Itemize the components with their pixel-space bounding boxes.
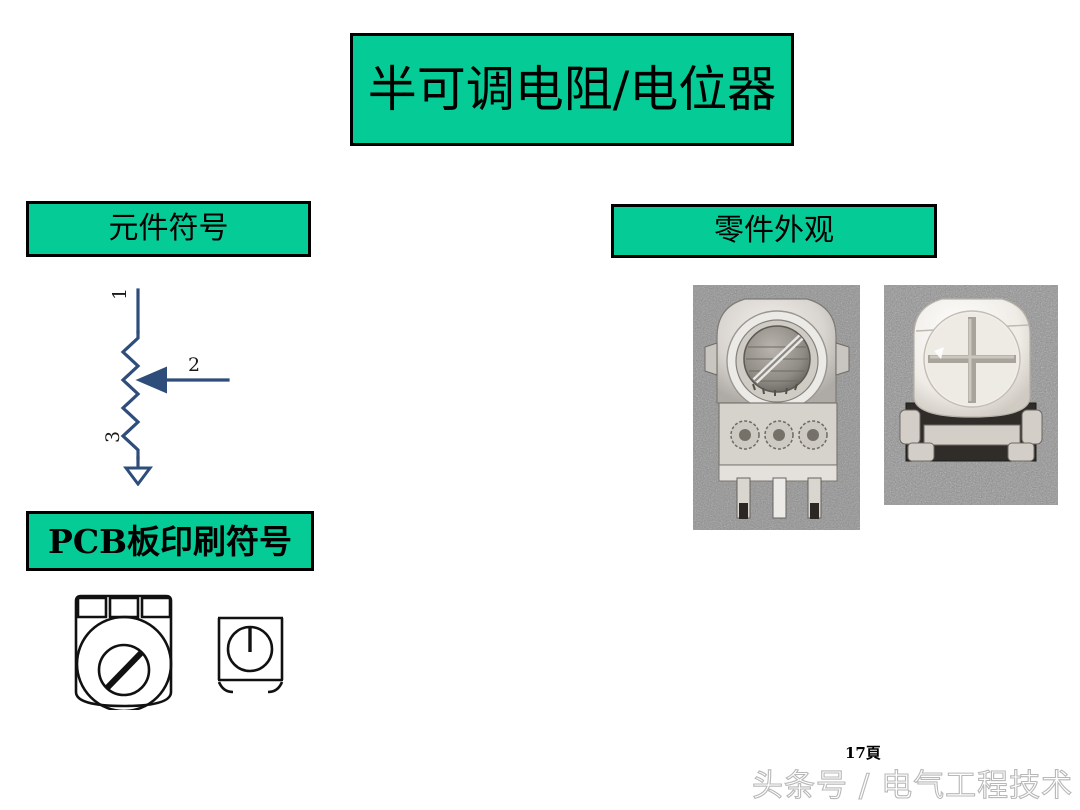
pcb-pad-3 bbox=[140, 596, 172, 619]
section-header-part-appearance: 零件外观 bbox=[611, 204, 937, 258]
photo-1-svg bbox=[693, 285, 860, 530]
cross-slot bbox=[928, 317, 1016, 403]
terminal-3-hollow-triangle bbox=[123, 466, 153, 487]
photo-2-svg bbox=[884, 285, 1058, 505]
page-title: 半可调电阻/电位器 bbox=[350, 33, 794, 146]
wiper-arrowhead bbox=[135, 366, 167, 394]
photo-trimmer-potentiometer-front bbox=[693, 285, 860, 530]
pcb-foot-right bbox=[267, 681, 284, 694]
photo-trimmer-potentiometer-white bbox=[884, 285, 1058, 505]
terminal-label-3: 3 bbox=[102, 430, 125, 444]
section-header-pcb-printed-symbol: PCB板印刷符号 bbox=[26, 511, 314, 571]
schematic-svg bbox=[120, 288, 230, 487]
pcb-body-outline bbox=[74, 594, 173, 708]
terminal-eyelets bbox=[730, 420, 828, 450]
page-number: 17頁 bbox=[845, 744, 881, 762]
pcb-symbol-1-svg bbox=[74, 594, 173, 713]
pcb-pad-2 bbox=[108, 596, 140, 619]
pcb-screw-circle bbox=[97, 643, 151, 697]
pins bbox=[736, 477, 822, 519]
pcb-pad-1 bbox=[76, 596, 108, 619]
section-header-component-symbol: 元件符号 bbox=[26, 201, 311, 257]
pcb-diagonal-slot bbox=[104, 649, 145, 691]
watermark-text: 头条号 / 电气工程技术 bbox=[751, 767, 1074, 804]
resistor-zigzag bbox=[120, 330, 141, 460]
potentiometer-schematic-symbol: 1 2 3 bbox=[88, 276, 238, 487]
pcb-silkscreen-square-body bbox=[213, 612, 288, 697]
pcb-symbol-2-svg bbox=[217, 616, 284, 694]
pcb-silkscreen-round-body bbox=[62, 592, 187, 713]
mounting-clips bbox=[899, 409, 1043, 462]
pcb-foot-left bbox=[217, 681, 234, 694]
terminal-label-2: 2 bbox=[188, 354, 201, 376]
pcb-adjust-circle bbox=[226, 625, 274, 673]
terminal-label-1: 1 bbox=[109, 287, 132, 301]
